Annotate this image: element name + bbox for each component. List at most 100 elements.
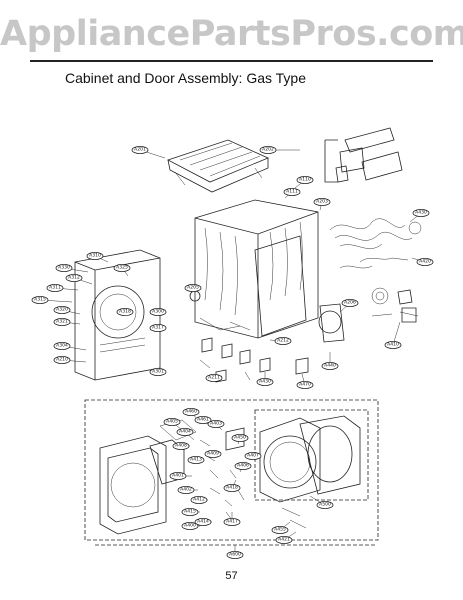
callout-label: A212 <box>277 338 289 344</box>
callout-label: A304 <box>56 343 68 349</box>
callout-label: A500 <box>319 502 331 508</box>
callout-bubble <box>321 361 339 370</box>
callout-bubble <box>271 526 289 535</box>
part-callout: A310 <box>86 251 109 263</box>
callout-bubble <box>296 380 314 389</box>
callout-bubble <box>149 367 167 376</box>
callout-label: A420 <box>419 259 431 265</box>
callout-label: A202 <box>262 147 274 153</box>
callout-bubble <box>296 175 314 184</box>
part-callout: A201 <box>131 145 166 159</box>
callout-label: A402 <box>180 487 192 493</box>
callout-bubble <box>177 485 195 494</box>
callout-label: A410 <box>387 342 399 348</box>
callout-bubble <box>226 551 244 560</box>
callout-bubble <box>65 273 83 282</box>
callout-label: A415 <box>184 509 196 515</box>
part-callout: A420 <box>411 257 434 266</box>
callout-bubble <box>55 263 73 272</box>
callout-label: A325 <box>116 265 128 271</box>
top-cover-part <box>166 139 270 193</box>
callout-bubble <box>31 295 49 304</box>
part-callout: A418 <box>223 479 241 492</box>
part-callout: A111 <box>283 187 301 199</box>
callout-label: A430 <box>415 210 427 216</box>
cabinet-body-part <box>189 199 345 343</box>
callout-label: A417 <box>226 519 238 525</box>
part-callout: A312 <box>65 273 93 285</box>
callout-label: A310 <box>89 253 101 259</box>
callout-bubble <box>190 495 208 504</box>
part-callout: A455 <box>271 521 291 535</box>
callout-bubble <box>53 355 71 364</box>
callout-bubble <box>416 257 434 266</box>
callout-bubble <box>194 518 212 527</box>
part-callout: A405 <box>163 417 183 431</box>
callout-label: A455 <box>274 527 286 533</box>
callout-bubble <box>176 427 194 436</box>
callout-label: A211 <box>208 375 220 381</box>
callout-bubble <box>341 298 359 307</box>
callout-label: A408 <box>175 443 187 449</box>
callout-label: A460 <box>185 409 197 415</box>
part-callout: A401 <box>169 471 192 480</box>
part-callout: A320 <box>53 305 81 315</box>
part-callout: A600 <box>226 545 244 560</box>
callout-label: A407 <box>247 453 259 459</box>
callout-label: A111 <box>286 189 298 195</box>
header-rule <box>30 60 433 62</box>
part-callout: A205 <box>184 283 202 292</box>
part-callout: A330 <box>55 263 89 273</box>
part-callout: A414 <box>194 518 212 527</box>
page-title: Cabinet and Door Assembly: Gas Type <box>65 70 306 86</box>
callout-label: A414 <box>197 519 209 525</box>
callout-bubble <box>259 145 277 154</box>
callout-label: A404 <box>179 429 191 435</box>
callout-bubble <box>234 461 252 470</box>
callout-bubble <box>207 419 225 428</box>
callout-label: A321 <box>56 319 68 325</box>
callout-bubble <box>149 323 167 332</box>
part-callout: A400 <box>181 522 200 531</box>
callout-bubble <box>53 317 71 326</box>
part-callout: A417 <box>223 512 241 527</box>
callout-bubble <box>116 307 134 316</box>
part-callout: A315 <box>31 295 73 304</box>
callout-label: A413 <box>190 457 202 463</box>
callout-bubble <box>131 145 149 154</box>
callout-label: A110 <box>299 177 311 183</box>
callout-bubble <box>182 407 200 416</box>
callout-label: A205 <box>187 285 199 291</box>
callout-bubble <box>316 500 334 509</box>
part-callout: A440 <box>321 352 339 370</box>
callout-bubble <box>53 305 71 314</box>
callout-label: A430 <box>259 379 271 385</box>
callout-label: A418 <box>226 485 238 491</box>
part-callout: A450 <box>231 433 249 445</box>
callout-label: A461 <box>197 417 209 423</box>
watermark-logo: AppliancePartsPros.com <box>0 14 463 54</box>
callout-bubble <box>412 208 430 217</box>
part-callout: A403 <box>207 419 225 431</box>
part-callout: A311 <box>46 283 79 292</box>
callout-label: A401 <box>172 473 184 479</box>
callout-label: A421 <box>278 537 290 543</box>
callout-bubble <box>204 449 222 458</box>
part-callout: A304 <box>53 341 87 351</box>
callout-label: A203 <box>316 199 328 205</box>
part-callout: A203 <box>313 197 331 211</box>
part-callout: A409 <box>204 449 222 458</box>
part-callout: A408 <box>172 441 190 450</box>
wire-harness-part <box>329 218 422 269</box>
part-callout: A321 <box>53 317 81 326</box>
callout-label: A600 <box>229 552 241 558</box>
part-callout: A430 <box>256 372 274 386</box>
callout-label: A318 <box>119 309 131 315</box>
part-callout: A412 <box>190 495 208 504</box>
callout-bubble <box>187 455 205 464</box>
callout-bubble <box>384 340 402 349</box>
part-callout: A300 <box>149 307 167 316</box>
part-callout: A202 <box>259 145 300 154</box>
hinge-parts <box>199 427 307 529</box>
